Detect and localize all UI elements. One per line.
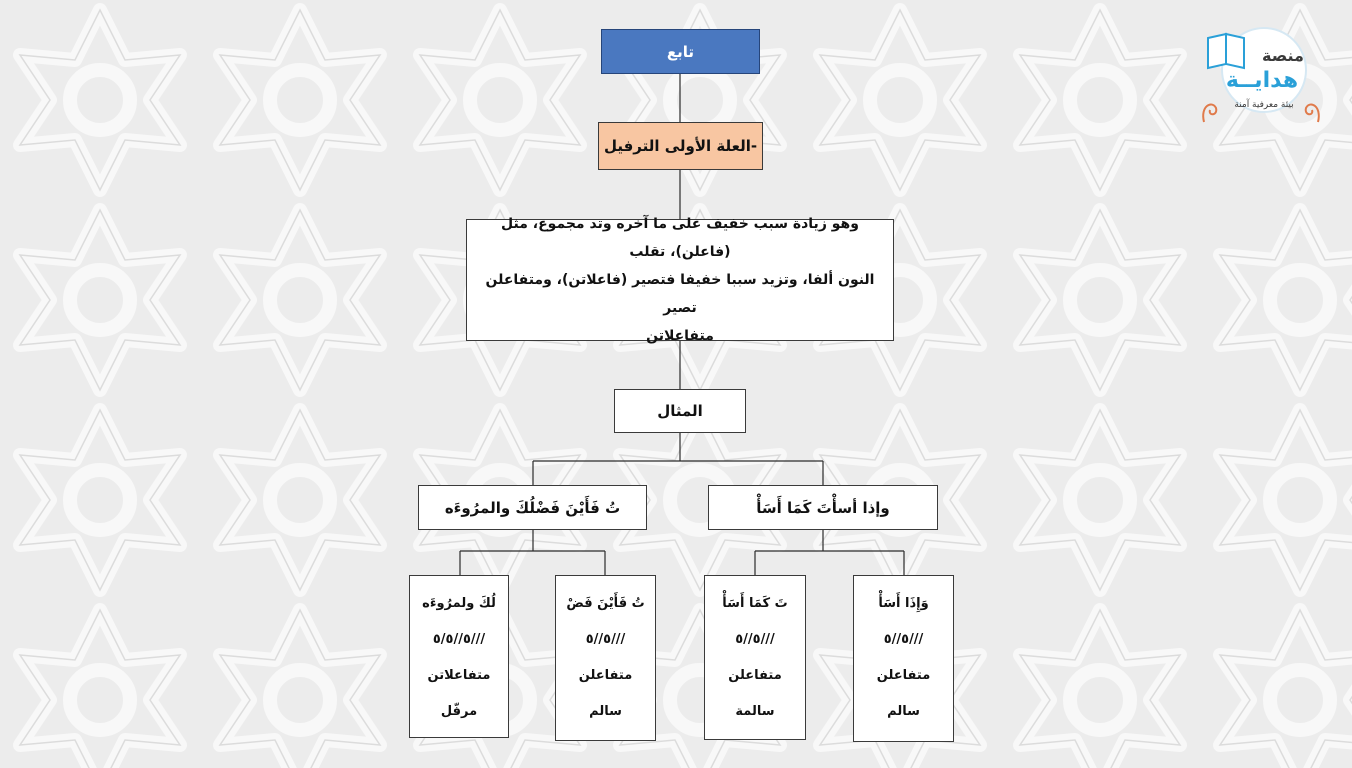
foot-code: ///٥//٥/٥	[432, 632, 486, 647]
foot-box-3: تُ فَأَيْنَ فَضْ ///٥//٥ متفاعلن سالم	[555, 575, 656, 741]
foot-status: سالمة	[735, 704, 775, 719]
foot-code: ///٥//٥	[585, 632, 626, 647]
logo-main-text: هدايــة	[1225, 68, 1299, 93]
foot-text: وَإِذَا أَسَأْ	[878, 596, 929, 611]
logo-top-text: منصة	[1262, 46, 1304, 65]
foot-code: ///٥//٥	[735, 632, 775, 647]
foot-name: متفاعلن	[728, 668, 782, 683]
logo-emblem	[1202, 27, 1320, 123]
foot-code: ///٥//٥	[883, 632, 924, 647]
foot-name: متفاعلاتن	[427, 668, 491, 683]
foot-status: سالم	[887, 704, 920, 719]
foot-text: لُكَ ولمرُوءَه	[422, 596, 496, 611]
foot-box-4: لُكَ ولمرُوءَه ///٥//٥/٥ متفاعلاتن مرفّل	[409, 575, 509, 738]
verse-box-first-half: وإذا أسأْتَ كَمَا أَسَأْ	[708, 485, 938, 530]
definition-box: وهو زيادة سبب خفيف على ما آخره وتد مجموع…	[466, 216, 894, 344]
definition-line-2: النون ألفا، وتزيد سببا خفيفا فتصير (فاعل…	[485, 272, 875, 316]
foot-status: سالم	[589, 704, 622, 719]
definition-line-3: متفاعلاتن	[646, 328, 714, 344]
foot-name: متفاعلن	[578, 668, 633, 683]
heading-box: -العلة الأولى الترفيل	[598, 122, 763, 170]
foot-text: تُ فَأَيْنَ فَضْ	[566, 596, 645, 611]
foot-name: متفاعلن	[876, 668, 931, 683]
foot-text: تَ كَمَا أَسَأْ	[722, 596, 788, 611]
foot-status: مرفّل	[440, 704, 478, 719]
verse-box-second-half: تُ فَأَيْنَ فَضْلُكَ والمرُوءَه	[418, 485, 647, 530]
logo-tagline: بيئة معرفية آمنة	[1234, 100, 1294, 110]
example-box: المثال	[614, 389, 746, 433]
foot-box-1: وَإِذَا أَسَأْ ///٥//٥ متفاعلن سالم	[853, 575, 954, 742]
foot-box-2: تَ كَمَا أَسَأْ ///٥//٥ متفاعلن سالمة	[704, 575, 806, 740]
book-icon	[1207, 32, 1245, 70]
definition-line-1: وهو زيادة سبب خفيف على ما آخره وتد مجموع…	[501, 216, 859, 260]
title-box: تابع	[601, 29, 760, 74]
